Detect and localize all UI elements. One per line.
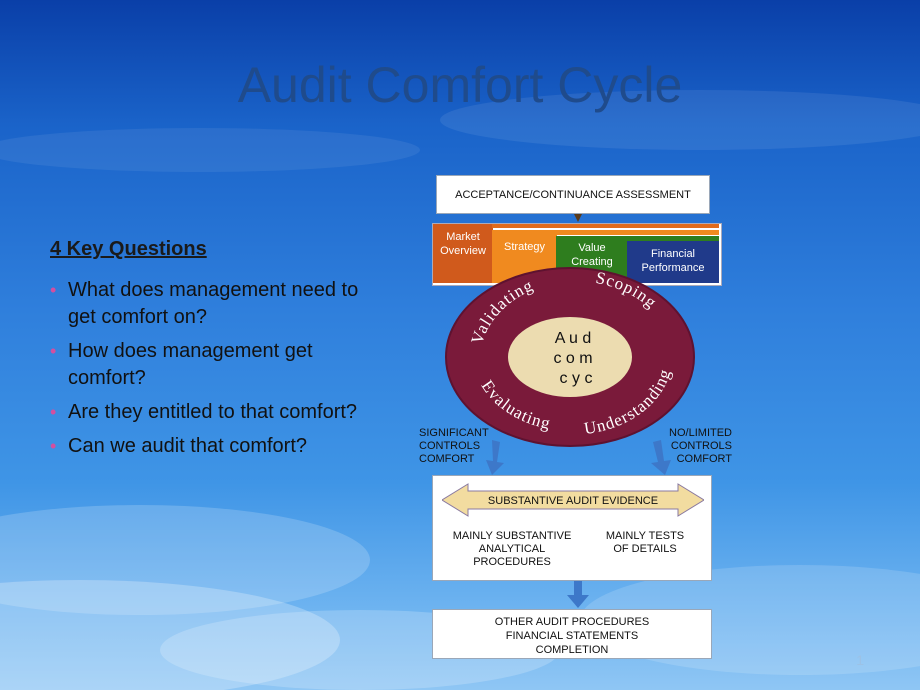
center-line-3: c y c <box>560 370 593 387</box>
mainly-tests-label: MAINLY TESTS OF DETAILS <box>605 530 685 555</box>
page-title: Audit Comfort Cycle <box>237 57 683 113</box>
list-item: •How does management get comfort? <box>50 340 313 389</box>
tile-stripe <box>492 224 719 228</box>
other-procedures-box: OTHER AUDIT PROCEDURES FINANCIAL STATEME… <box>432 609 712 659</box>
list-item: •Can we audit that comfort? <box>50 435 308 457</box>
significant-controls-label: SIGNIFICANT CONTROLS COMFORT <box>419 427 489 465</box>
key-questions-heading: 4 Key Questions <box>50 238 207 260</box>
market-overview-tile: Market Overview <box>433 224 493 283</box>
evidence-arrow-label: SUBSTANTIVE AUDIT EVIDENCE <box>488 495 658 507</box>
acceptance-box: ACCEPTANCE/CONTINUANCE ASSESSMENT <box>436 175 710 214</box>
double-arrow-icon: SUBSTANTIVE AUDIT EVIDENCE <box>442 483 704 517</box>
no-limited-controls-label: NO/LIMITED CONTROLS COMFORT <box>669 427 732 465</box>
audit-cycle-ring: Validating Scoping Understanding Evaluat… <box>445 267 695 447</box>
tile-stripe <box>627 236 719 241</box>
list-item: •Are they entitled to that comfort? <box>50 401 358 423</box>
financial-performance-tile: Financial Performance <box>627 241 719 283</box>
key-questions-list: •What does management need to get comfor… <box>50 277 370 467</box>
tile-stripe <box>556 230 719 235</box>
right-down-arrow-icon <box>651 440 671 475</box>
down-arrow-icon <box>574 214 582 222</box>
left-down-arrow-icon <box>486 440 504 475</box>
list-item: •What does management need to get comfor… <box>50 279 359 328</box>
mainly-substantive-label: MAINLY SUBSTANTIVE ANALYTICAL PROCEDURES <box>452 530 572 568</box>
center-line-1: A u d <box>555 330 591 347</box>
page-number: 1 <box>856 652 864 668</box>
bottom-down-arrow-icon <box>567 581 589 608</box>
center-ellipse <box>508 317 632 397</box>
center-line-2: c o m <box>553 350 592 367</box>
